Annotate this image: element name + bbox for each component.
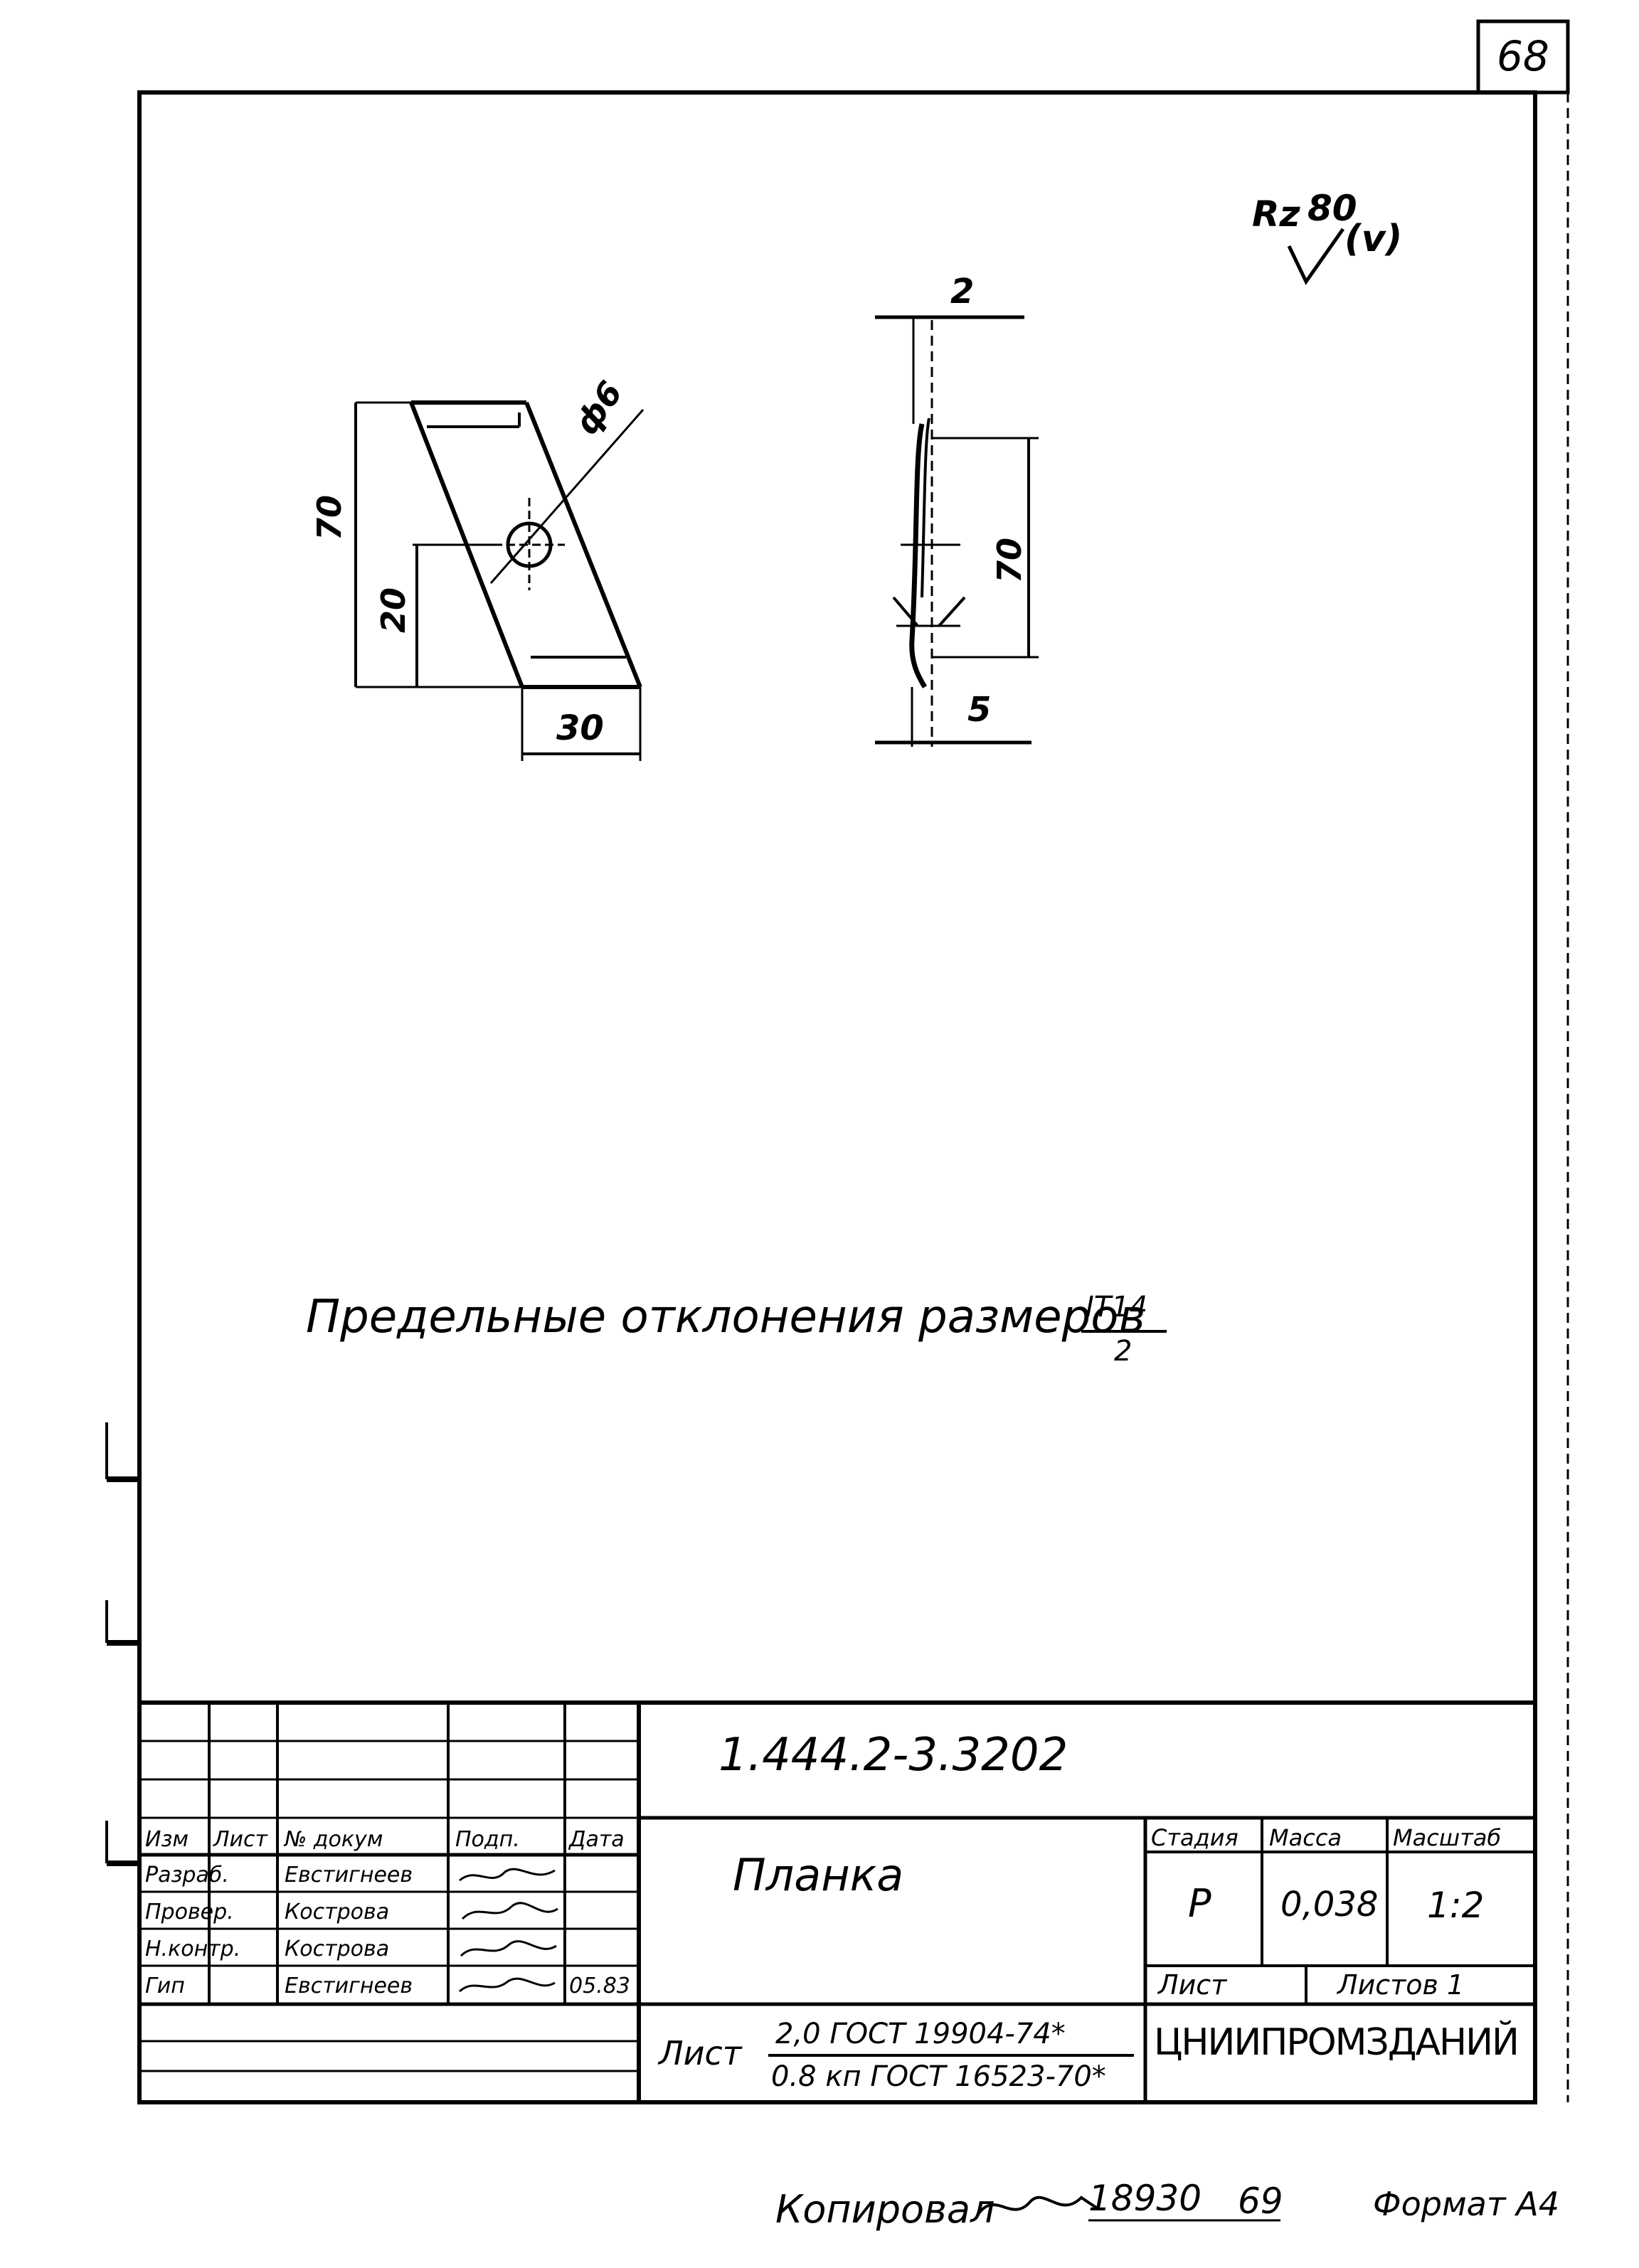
sheet-label: Лист — [1158, 1969, 1227, 2001]
surface-finish-mark — [1287, 228, 1345, 285]
page-number: 68 — [1497, 32, 1549, 80]
part-front-view — [354, 400, 645, 761]
value-mass: 0,038 — [1280, 1885, 1379, 1924]
material-top: 2,0 ГОСТ 19904-74* — [775, 2018, 1066, 2050]
sig-name-2: Кострова — [285, 1900, 390, 1924]
dim-bottom: 5 — [967, 690, 992, 730]
sheets-label: Листов 1 — [1337, 1969, 1465, 2001]
header-scale: Масштаб — [1393, 1824, 1502, 1851]
sig-date-4: 05.83 — [569, 1974, 630, 1998]
sig-role-3: Н.контр. — [145, 1937, 241, 1961]
part-name: Планка — [733, 1849, 904, 1901]
value-stage: Р — [1188, 1881, 1211, 1926]
sig-role-4: Гип — [145, 1974, 185, 1998]
dim-thickness-top: 2 — [950, 272, 975, 312]
copied-by: Копировал — [775, 2187, 995, 2232]
tolerance-denominator: 2 — [1114, 1335, 1133, 1368]
rev-header-doc: № докум — [285, 1827, 383, 1852]
header-stage: Стадия — [1151, 1824, 1238, 1851]
dim-width: 30 — [556, 708, 604, 748]
rev-header-date: Дата — [569, 1827, 625, 1852]
rev-header-izm: Изм — [145, 1827, 189, 1852]
rev-header-sign: Подп. — [455, 1827, 520, 1852]
signature-scribbles — [458, 1868, 558, 1993]
order-number: 18930 — [1088, 2178, 1202, 2219]
surface-finish-note: (v) — [1344, 218, 1403, 260]
sig-name-1: Евстигнеев — [285, 1863, 413, 1888]
dim-side-height: 70 — [990, 537, 1029, 583]
dim-height-total: 70 — [310, 494, 349, 541]
page-number-box — [1476, 19, 1570, 95]
tolerance-numerator: IT14 — [1086, 1291, 1148, 1324]
sig-name-4: Евстигнеев — [285, 1974, 413, 1998]
sig-name-3: Кострова — [285, 1937, 390, 1961]
sheet-format: Формат А4 — [1373, 2185, 1559, 2223]
sig-role-1: Разраб. — [145, 1863, 229, 1888]
tolerance-note: Предельные отклонения размеров — [306, 1291, 1146, 1343]
organization: ЦНИИПРОМЗДАНИЙ — [1154, 2021, 1519, 2064]
header-mass: Масса — [1269, 1824, 1342, 1851]
surface-finish-value: 80 — [1308, 188, 1357, 229]
surface-finish-symbol: Rz — [1252, 193, 1300, 235]
value-scale: 1:2 — [1427, 1885, 1485, 1926]
dim-hole-offset: 20 — [374, 587, 413, 633]
copy-number: 69 — [1238, 2181, 1283, 2222]
title-block-lines — [139, 1700, 1535, 2102]
material-bottom: 0.8 кп ГОСТ 16523-70* — [771, 2060, 1106, 2093]
designation: 1.444.2-3.3202 — [718, 1729, 1068, 1782]
sig-role-2: Провер. — [145, 1900, 234, 1924]
part-side-view — [875, 315, 1039, 747]
material-prefix: Лист — [659, 2034, 742, 2072]
copier-signature — [977, 2195, 1100, 2215]
rev-header-list: Лист — [213, 1827, 268, 1852]
inner-frame — [137, 90, 1537, 2104]
